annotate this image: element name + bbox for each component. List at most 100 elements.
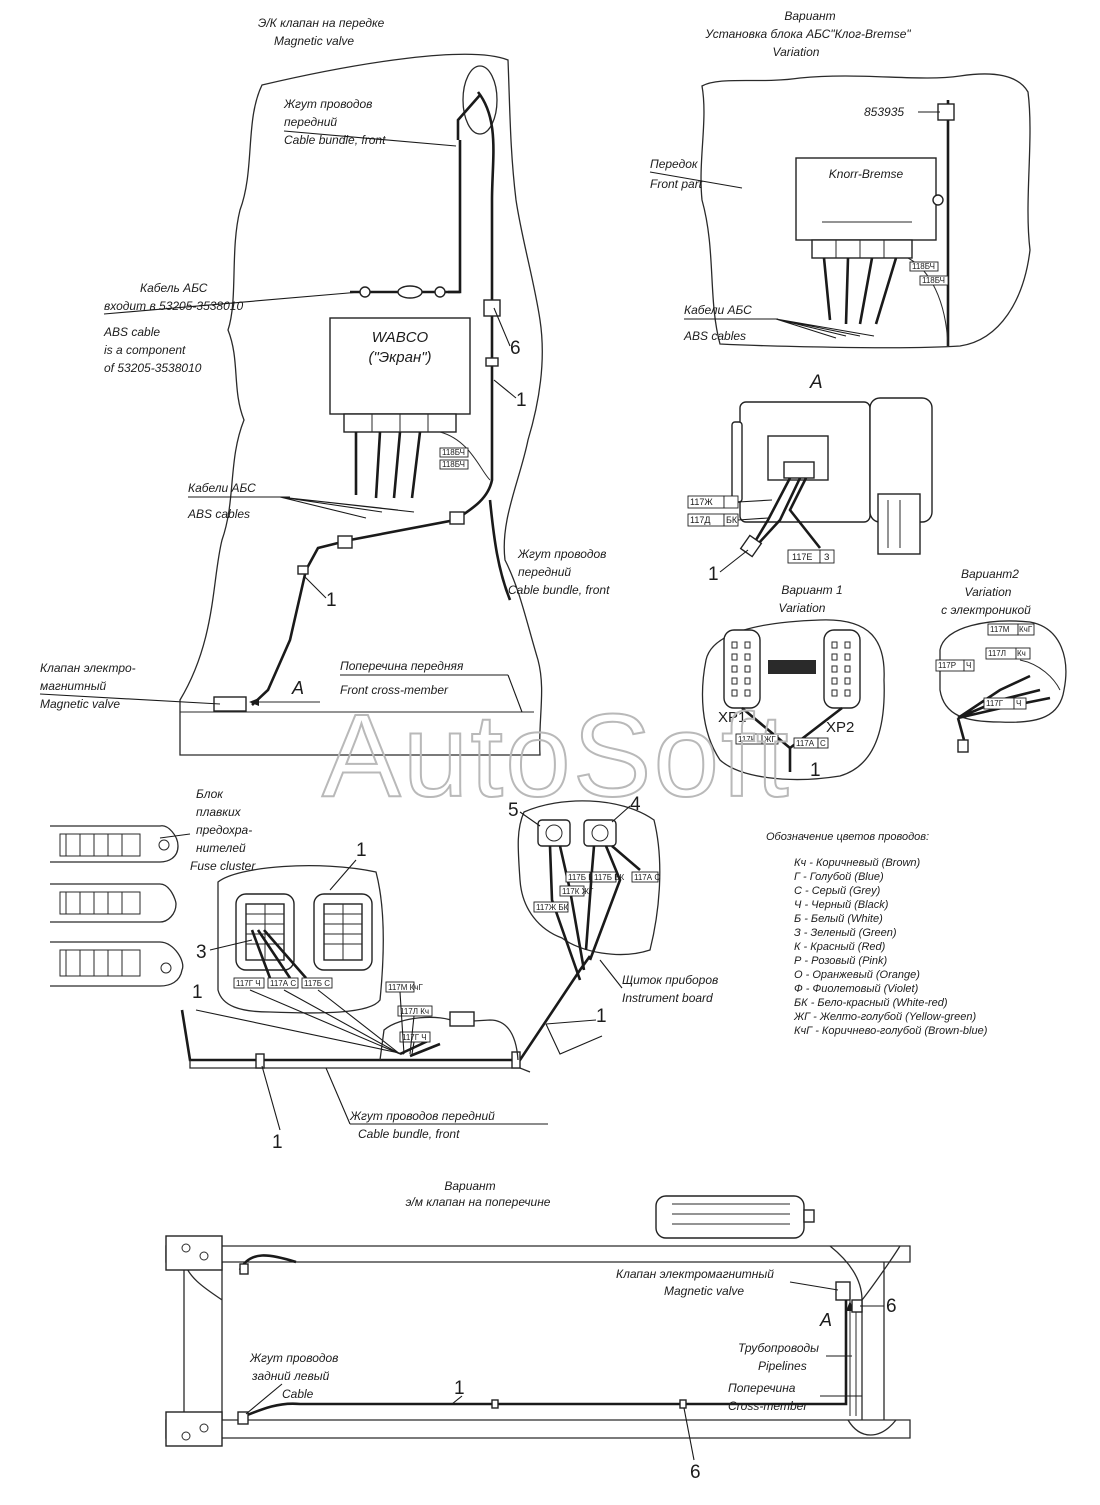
middle-callout-5: 5: [508, 800, 519, 821]
variant1-logo-plate: [768, 660, 816, 674]
svg-text:117А С: 117А С: [634, 873, 660, 882]
variant2-cables: [957, 674, 1051, 720]
legend-item: Р - Розовый (Pink): [794, 955, 887, 967]
xp1-label: XP1: [718, 709, 746, 726]
rear-frame: [165, 1195, 911, 1447]
fuse-cluster-blocks: [50, 825, 184, 987]
front-bundle-en: Cable bundle, front: [358, 1127, 460, 1141]
legend-item: Ф - Фиолетовый (Violet): [794, 983, 919, 995]
pipelines: [849, 1300, 857, 1416]
clamp-853935: [937, 103, 955, 121]
wire-tag: [439, 459, 469, 470]
cross-valve-en: Magnetic valve: [664, 1284, 744, 1298]
variant1-title: Вариант 1: [781, 583, 842, 597]
legend-title: Обозначение цветов проводов:: [766, 831, 929, 843]
svg-text:117Е: 117Е: [792, 552, 812, 562]
svg-text:Ч: Ч: [1016, 699, 1021, 708]
harness-clamp: [511, 1051, 521, 1069]
bundle-label-ru: Жгут проводов: [283, 97, 372, 111]
legend-item: Кч - Коричневый (Brown): [794, 857, 921, 869]
svg-text:ЖГ: ЖГ: [764, 735, 776, 744]
fuse-wires: [250, 929, 307, 979]
kb-cables: [822, 257, 898, 325]
wire-tag: [233, 977, 265, 989]
left-bracket-bottom: [165, 1411, 223, 1447]
abs-clip-left: [359, 286, 371, 298]
fuse-block-1: [50, 825, 179, 863]
svg-text:117А: 117А: [796, 739, 815, 748]
wire-tag: [533, 901, 569, 913]
svg-text:передний: передний: [518, 565, 571, 579]
fuse-label-ru: Блок: [196, 787, 224, 801]
front-frame-area: WABCO ("Экран") 118БЧ 118БЧ A: [179, 53, 543, 756]
wabco-cables: [354, 431, 422, 499]
wire-tag: [559, 885, 585, 897]
xp2-label: XP2: [826, 719, 854, 736]
legend-item: Г - Голубой (Blue): [794, 871, 884, 883]
view-a-detail: [731, 397, 933, 558]
svg-text:117Г Ч: 117Г Ч: [402, 1033, 427, 1042]
svg-text:магнитный: магнитный: [40, 679, 107, 693]
variant2-sub: Variation: [965, 585, 1012, 599]
svg-text:of 53205-3538010: of 53205-3538010: [104, 361, 202, 375]
valve-label-ru: Клапан электро-: [40, 661, 136, 675]
wire-tag: [591, 871, 617, 883]
rear-harness-en: Cable: [282, 1387, 314, 1401]
svg-text:плавких: плавких: [196, 805, 242, 819]
crossmember-label-ru: Поперечина передняя: [340, 659, 464, 673]
left-bracket-top: [165, 1235, 223, 1271]
wire-tag: [909, 261, 939, 272]
kb-abs-cables-ru: Кабели АБС: [684, 303, 752, 317]
kb-abs-cables-en: ABS cables: [683, 329, 746, 343]
front-part-en: Front part: [650, 177, 703, 191]
wire-tag: [919, 275, 949, 286]
variation-title: Variation: [773, 45, 820, 59]
svg-text:С: С: [820, 739, 826, 748]
legend-item: К - Красный (Red): [794, 941, 886, 953]
instrument-board-en: Instrument board: [622, 991, 713, 1005]
svg-text:A: A: [291, 678, 304, 698]
valve-oval: [462, 65, 498, 135]
frame-bottom-rail: [165, 1419, 911, 1439]
variant-title: Вариант: [784, 9, 835, 23]
callout-6: 6: [510, 338, 521, 359]
right-cross-member: [829, 1245, 901, 1420]
svg-text:Кч: Кч: [1017, 649, 1026, 658]
kb-connectors: [811, 239, 913, 259]
top-left-title-en: Magnetic valve: [274, 34, 354, 48]
variant2-outline: [939, 620, 1067, 723]
svg-text:117Б БК: 117Б БК: [568, 873, 598, 882]
view-a-cables: [754, 477, 822, 549]
legend-item: БК - Бело-красный (White-red): [794, 997, 948, 1009]
air-tank: [655, 1195, 805, 1239]
abs-clip: [434, 286, 446, 298]
svg-text:118БЧ: 118БЧ: [442, 448, 465, 457]
legend-item: ЖГ - Желто-голубой (Yellow-green): [793, 1011, 976, 1023]
harness-clamp: [449, 511, 465, 525]
svg-text:задний левый: задний левый: [251, 1369, 330, 1383]
variant1-outline: [701, 619, 885, 781]
abs-cables-label-ru: Кабели АБС: [188, 481, 256, 495]
svg-text:is a component: is a component: [104, 343, 186, 357]
legend-item: Ч - Черный (Black): [794, 899, 889, 911]
svg-text:КчГ: КчГ: [1019, 625, 1033, 634]
gauge-5: [537, 819, 571, 847]
pipelines-ru: Трубопроводы: [738, 1341, 819, 1355]
svg-text:входит в 53205-3538010: входит в 53205-3538010: [104, 299, 243, 313]
bottom-variant-title: Вариант: [444, 1179, 495, 1193]
rear-harness-ru: Жгут проводов: [249, 1351, 338, 1365]
bundle2-label-ru: Жгут проводов: [517, 547, 606, 561]
svg-text:117Б БК: 117Б БК: [594, 873, 624, 882]
bottom-callout-6: 6: [886, 1296, 897, 1317]
fuse-block-2: [50, 883, 177, 923]
svg-text:117М КчГ: 117М КчГ: [388, 983, 423, 992]
svg-text:117Г: 117Г: [986, 699, 1004, 708]
board-wires: [548, 845, 641, 981]
svg-text:117Ж: 117Ж: [690, 497, 713, 507]
middle-callout-4: 4: [630, 794, 641, 815]
wire-tag: [439, 447, 469, 458]
wire-tag: [267, 977, 299, 989]
middle-callout-1: 1: [356, 840, 367, 861]
connector-pins: [731, 641, 851, 697]
variant2-title: Вариант2: [961, 567, 1019, 581]
